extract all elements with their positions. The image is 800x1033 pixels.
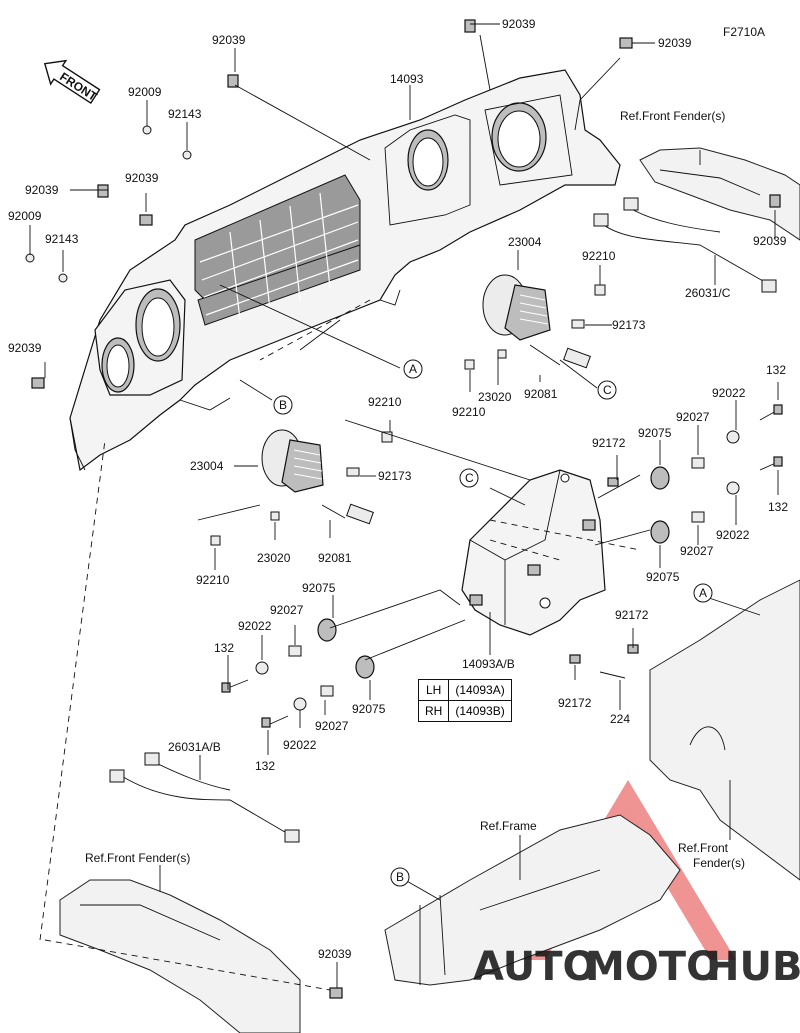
callout-a-lower: A xyxy=(693,583,713,603)
callout-a-upper: A xyxy=(403,359,423,379)
label-92022: 92022 xyxy=(238,619,272,633)
clips-92039 xyxy=(25,19,781,999)
label-14093: 14093 xyxy=(390,72,424,86)
label-92143: 92143 xyxy=(45,232,79,246)
callout-b-upper: B xyxy=(273,395,293,415)
label-92027: 92027 xyxy=(315,719,349,733)
label-92075: 92075 xyxy=(352,702,386,716)
label-224: 224 xyxy=(610,712,630,726)
leader-lines xyxy=(29,23,779,991)
front-direction-arrow: FRONT xyxy=(43,59,101,104)
headlight-cover-14093 xyxy=(69,69,621,472)
variant-row-rh: RH (14093B) xyxy=(417,700,512,722)
label-14093ab: 14093A/B xyxy=(462,657,515,671)
watermark-hub: HUB xyxy=(706,944,800,990)
front-fender-ref-left xyxy=(59,879,301,1033)
diagram-code: F2710A xyxy=(723,25,765,39)
label-92173: 92173 xyxy=(378,469,412,483)
label-92039: 92039 xyxy=(8,341,42,355)
label-92210: 92210 xyxy=(452,405,486,419)
label-26031ab: 26031A/B xyxy=(168,740,221,754)
label-92075: 92075 xyxy=(302,581,336,595)
label-92172: 92172 xyxy=(558,696,592,710)
label-92027: 92027 xyxy=(676,410,710,424)
watermark-text: AUTO MOTO HUB xyxy=(473,944,800,990)
hardware-upper-right xyxy=(607,404,783,544)
label-92172: 92172 xyxy=(615,608,649,622)
label-front-fender-ref-line1: Ref.Front xyxy=(678,841,729,855)
label-92039: 92039 xyxy=(753,234,787,248)
watermark-auto: AUTO xyxy=(473,944,597,990)
callout-c-label-2: C xyxy=(465,471,474,485)
label-92027: 92027 xyxy=(680,544,714,558)
label-92210: 92210 xyxy=(582,249,616,263)
label-26031c: 26031/C xyxy=(685,286,731,300)
label-92009: 92009 xyxy=(8,209,42,223)
variant-part: (14093A) xyxy=(448,679,512,701)
label-92081: 92081 xyxy=(524,387,558,401)
label-frame-ref: Ref.Frame xyxy=(480,819,537,833)
part-labels: F2710A 92039 92039 92039 14093 92009 921… xyxy=(8,17,788,961)
label-23020: 23020 xyxy=(257,551,291,565)
label-92143: 92143 xyxy=(168,107,202,121)
label-92039: 92039 xyxy=(125,171,159,185)
callout-b-lower: B xyxy=(390,867,410,887)
callout-c-label: C xyxy=(603,383,612,397)
variant-table: LH (14093A) RH (14093B) xyxy=(417,679,512,722)
label-92022: 92022 xyxy=(712,386,746,400)
variant-row-lh: LH (14093A) xyxy=(417,679,512,701)
label-92009: 92009 xyxy=(128,85,162,99)
label-front-fender-ref-left: Ref.Front Fender(s) xyxy=(85,851,190,865)
frame-ref xyxy=(384,814,681,986)
label-92039: 92039 xyxy=(502,17,536,31)
variant-part: (14093B) xyxy=(448,700,512,722)
label-23004: 23004 xyxy=(190,459,224,473)
label-92022: 92022 xyxy=(283,738,317,752)
label-92039: 92039 xyxy=(25,183,59,197)
label-132: 132 xyxy=(766,363,786,377)
label-92039: 92039 xyxy=(658,36,692,50)
label-92081: 92081 xyxy=(318,551,352,565)
label-92075: 92075 xyxy=(638,426,672,440)
callout-b-label: B xyxy=(279,398,287,412)
label-23004: 23004 xyxy=(508,235,542,249)
wiring-harness-26031ab xyxy=(109,752,300,843)
callout-c-upper: C xyxy=(597,380,617,400)
callout-c-lower: C xyxy=(459,468,479,488)
variant-side: RH xyxy=(417,700,450,722)
hardware-lower-left xyxy=(221,618,639,728)
label-132: 132 xyxy=(768,500,788,514)
watermark-moto: MOTO xyxy=(585,944,720,990)
label-23020: 23020 xyxy=(478,390,512,404)
label-92173: 92173 xyxy=(612,318,646,332)
label-132: 132 xyxy=(214,641,234,655)
front-fender-ref-top xyxy=(639,147,800,241)
headlight-23004-lower xyxy=(210,429,393,546)
label-front-fender-ref: Ref.Front Fender(s) xyxy=(620,109,725,123)
callout-b-label-2: B xyxy=(396,870,404,884)
label-92075: 92075 xyxy=(646,570,680,584)
label-92210: 92210 xyxy=(368,395,402,409)
label-92039: 92039 xyxy=(318,947,352,961)
label-front-fender-ref-line2: Fender(s) xyxy=(693,856,745,870)
label-92022: 92022 xyxy=(716,528,750,542)
label-132: 132 xyxy=(255,759,275,773)
label-92039: 92039 xyxy=(212,33,246,47)
headlight-23004-upper xyxy=(464,274,606,370)
label-92210: 92210 xyxy=(196,573,230,587)
variant-side: LH xyxy=(417,679,450,701)
label-92027: 92027 xyxy=(270,603,304,617)
label-92172: 92172 xyxy=(592,436,626,450)
wiring-harness-26031c xyxy=(593,197,777,293)
callout-a-label-2: A xyxy=(699,586,707,600)
callout-a-label: A xyxy=(409,362,417,376)
front-fender-ref-right xyxy=(649,579,800,881)
